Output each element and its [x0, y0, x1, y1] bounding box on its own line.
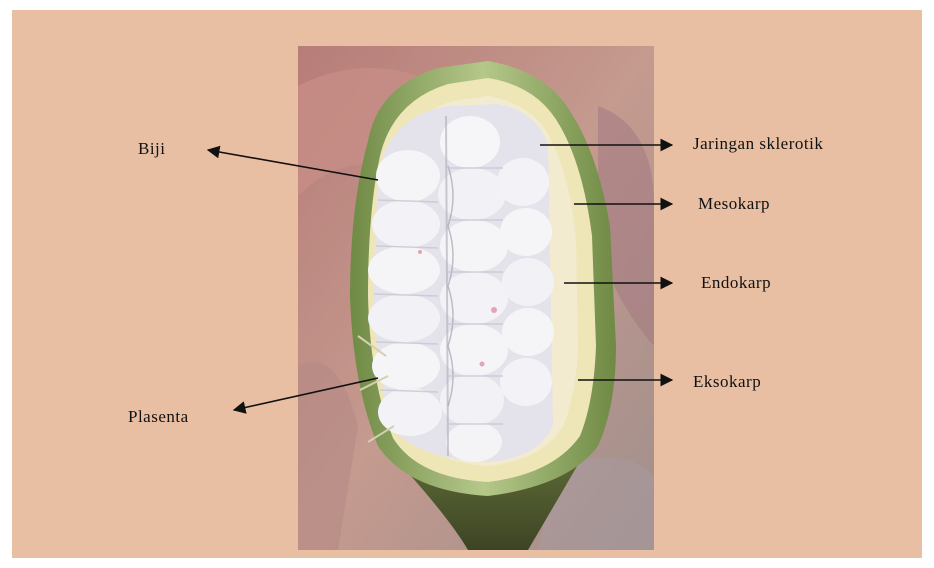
figure-canvas: Biji Plasenta Jaringan sklerotik Mesokar… — [12, 10, 922, 558]
annotation-arrows — [12, 10, 922, 558]
arrow-biji — [208, 150, 378, 180]
arrow-plasenta — [234, 378, 378, 410]
